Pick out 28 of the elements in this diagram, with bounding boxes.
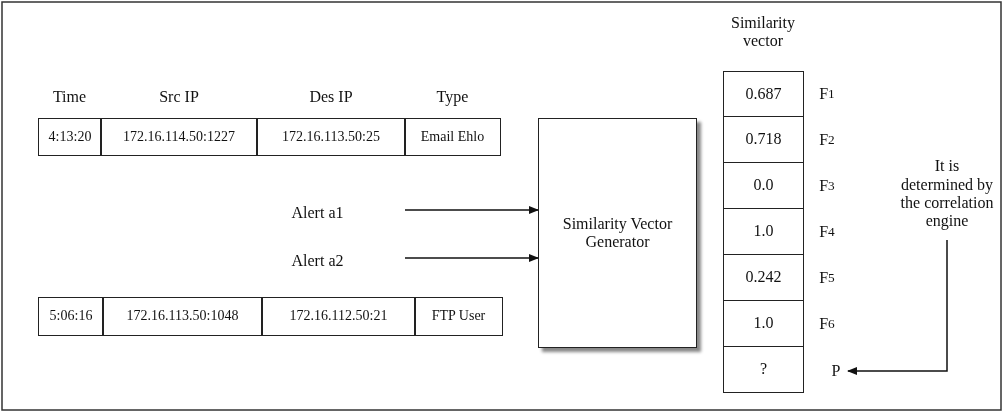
- vector-cell: 0.687: [723, 71, 804, 117]
- arrow: [404, 254, 539, 262]
- column-heading: Time: [51, 86, 88, 107]
- arrow: [404, 206, 539, 214]
- alert-label: Alert a1: [270, 200, 365, 226]
- vector-cell: 0.718: [723, 116, 804, 163]
- generator-box: Similarity Vector Generator: [538, 118, 697, 348]
- table-cell: 172.16.113.50:25: [256, 118, 406, 156]
- vector-cell: 1.0: [723, 300, 804, 347]
- vector-cell: 0.242: [723, 254, 804, 301]
- arrow: [847, 239, 948, 375]
- column-heading: Similarity vector: [730, 12, 796, 51]
- vector-cell: 1.0: [723, 208, 804, 255]
- table-cell: 172.16.113.50:1048: [102, 297, 263, 336]
- annotation-text: It is determined by the correlation engine: [900, 148, 994, 240]
- table-cell: 172.16.112.50:21: [261, 297, 416, 336]
- vector-cell: 0.0: [723, 162, 804, 209]
- vector-cell: ?: [723, 346, 804, 393]
- table-cell: 5:06:16: [38, 297, 104, 336]
- table-cell: 172.16.114.50:1227: [100, 118, 258, 156]
- table-cell: Email Ehlo: [404, 118, 501, 156]
- column-heading: Src IP: [158, 86, 200, 107]
- alert-label: Alert a2: [270, 248, 365, 274]
- column-heading: Type: [435, 86, 470, 108]
- column-heading: Des IP: [308, 86, 354, 107]
- table-cell: FTP User: [414, 297, 503, 336]
- table-cell: 4:13:20: [38, 118, 102, 156]
- output-label: P: [826, 358, 846, 384]
